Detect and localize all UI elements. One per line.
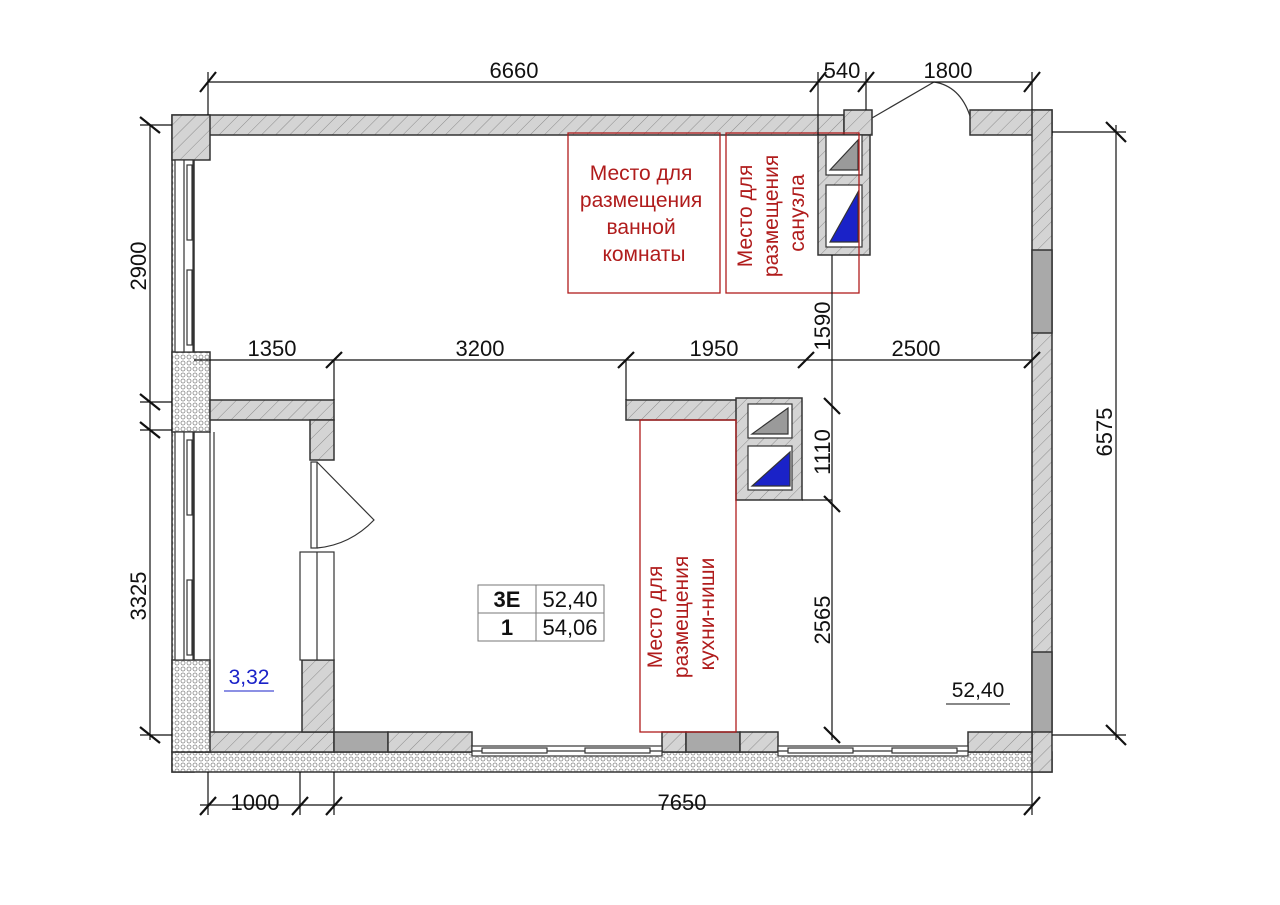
bottom-wall-5 (967, 731, 1033, 753)
right-column-bottom (1031, 651, 1053, 733)
dim-2900: 2900 (126, 242, 151, 291)
left-divider-lower (171, 659, 211, 753)
bottom-wall-1 (193, 731, 335, 753)
doors (299, 81, 971, 661)
dim-2500: 2500 (892, 336, 941, 361)
kitchen-zone-label: Место для размещения кухни-ниши (644, 550, 719, 678)
bottom-wall-2 (387, 731, 473, 753)
dim-3200: 3200 (456, 336, 505, 361)
bathroom-line-4: комнаты (602, 243, 685, 266)
fixtures (747, 134, 863, 491)
toilet-fixture-icon (828, 189, 859, 243)
bottom-column-1 (333, 731, 389, 753)
wc-line-3: санузла (786, 174, 809, 252)
entrance-door-swing (871, 81, 971, 119)
balcony-top-wall (209, 399, 335, 421)
dim-540: 540 (824, 58, 861, 83)
bathroom-line-1: Место для (590, 162, 693, 185)
wc-line-1: Место для (734, 165, 757, 268)
dim-7650: 7650 (658, 790, 707, 815)
bathroom-line-2: размещения (580, 189, 702, 212)
table-rooms: 1 (501, 615, 513, 640)
apartment-table: 3E 52,40 1 54,06 (477, 584, 605, 642)
top-wall-stub (843, 109, 873, 136)
dim-6575: 6575 (1092, 408, 1117, 457)
kitchen-fixture-icon (750, 450, 791, 487)
dim-1590: 1590 (810, 302, 835, 351)
main-room-area: 52,40 (952, 679, 1005, 702)
kitchen-line-1: Место для (644, 566, 667, 669)
balcony-top-stub (309, 419, 335, 461)
right-column-top (1031, 249, 1053, 334)
table-type: 3E (494, 587, 521, 612)
wc-zone (725, 132, 860, 294)
room-areas: 3,32 52,40 (224, 666, 1010, 705)
bathroom-zone (567, 132, 721, 294)
balcony-area: 3,32 (229, 666, 270, 689)
balcony-door-leaf-1 (310, 461, 318, 549)
table-total-area: 54,06 (542, 615, 597, 640)
top-left-corner (171, 114, 211, 161)
bathroom-zone-label: Место для размещения ванной комнаты (580, 162, 708, 266)
dim-2565: 2565 (810, 596, 835, 645)
dim-1350: 1350 (248, 336, 297, 361)
top-wall (193, 114, 845, 136)
dim-1950: 1950 (690, 336, 739, 361)
bathroom-line-3: ванной (606, 216, 675, 239)
dim-3325: 3325 (126, 572, 151, 621)
dimension-labels: 6660 540 1800 1350 3200 1950 2500 2900 3… (126, 58, 1117, 815)
balcony-door-swing (316, 461, 375, 549)
kitchen-line-2: размещения (670, 556, 693, 678)
wc-line-2: размещения (760, 155, 783, 277)
kitchen-line-3: кухни-ниши (696, 558, 719, 671)
table-living-area: 52,40 (542, 587, 597, 612)
dim-1110: 1110 (810, 429, 835, 475)
windows (174, 159, 969, 757)
balcony-right-wall (301, 659, 335, 733)
kitchen-zone (639, 419, 737, 733)
dimension-lines (139, 71, 1127, 816)
bottom-wall-3 (661, 731, 687, 753)
dim-1800: 1800 (924, 58, 973, 83)
dim-1000: 1000 (231, 790, 280, 815)
bottom-wall-4 (739, 731, 779, 753)
wc-zone-label: Место для размещения санузла (734, 149, 809, 277)
zones: Место для размещения ванной комнаты Мест… (567, 132, 860, 733)
dim-6660: 6660 (490, 58, 539, 83)
left-divider-corner (171, 351, 211, 433)
bottom-column-2 (685, 731, 741, 753)
